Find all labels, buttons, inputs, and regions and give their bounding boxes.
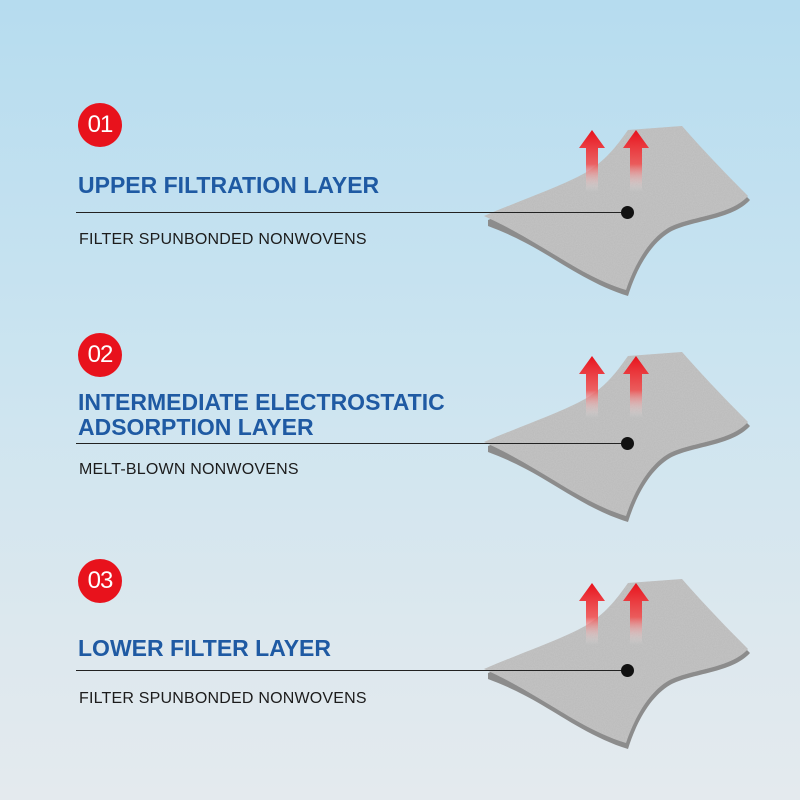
layer-3: 03 LOWER FILTER LAYER FILTER SPUNBONDED … bbox=[0, 0, 800, 230]
layer-title: INTERMEDIATE ELECTROSTATIC ADSORPTION LA… bbox=[78, 389, 445, 440]
layer-title: UPPER FILTRATION LAYER bbox=[78, 172, 380, 198]
fabric-sheet-icon bbox=[470, 336, 770, 556]
layer-2: 02 INTERMEDIATE ELECTROSTATIC ADSORPTION… bbox=[0, 0, 800, 230]
layer-title: LOWER FILTER LAYER bbox=[78, 635, 331, 661]
pointer-dot-icon bbox=[621, 437, 634, 450]
layer-1: 01 UPPER FILTRATION LAYER FILTER SPUNBON… bbox=[0, 0, 800, 230]
layer-material: MELT-BLOWN NONWOVENS bbox=[79, 461, 299, 478]
layer-number-badge: 01 bbox=[78, 103, 122, 147]
layer-number-badge: 03 bbox=[78, 559, 122, 603]
layer-material: FILTER SPUNBONDED NONWOVENS bbox=[79, 231, 367, 248]
fabric-sheet-icon bbox=[470, 563, 770, 783]
layer-number-badge: 02 bbox=[78, 333, 122, 377]
pointer-line bbox=[76, 212, 628, 213]
layer-material: FILTER SPUNBONDED NONWOVENS bbox=[79, 690, 367, 707]
pointer-line bbox=[76, 670, 628, 671]
pointer-line bbox=[76, 443, 628, 444]
pointer-dot-icon bbox=[621, 664, 634, 677]
pointer-dot-icon bbox=[621, 206, 634, 219]
